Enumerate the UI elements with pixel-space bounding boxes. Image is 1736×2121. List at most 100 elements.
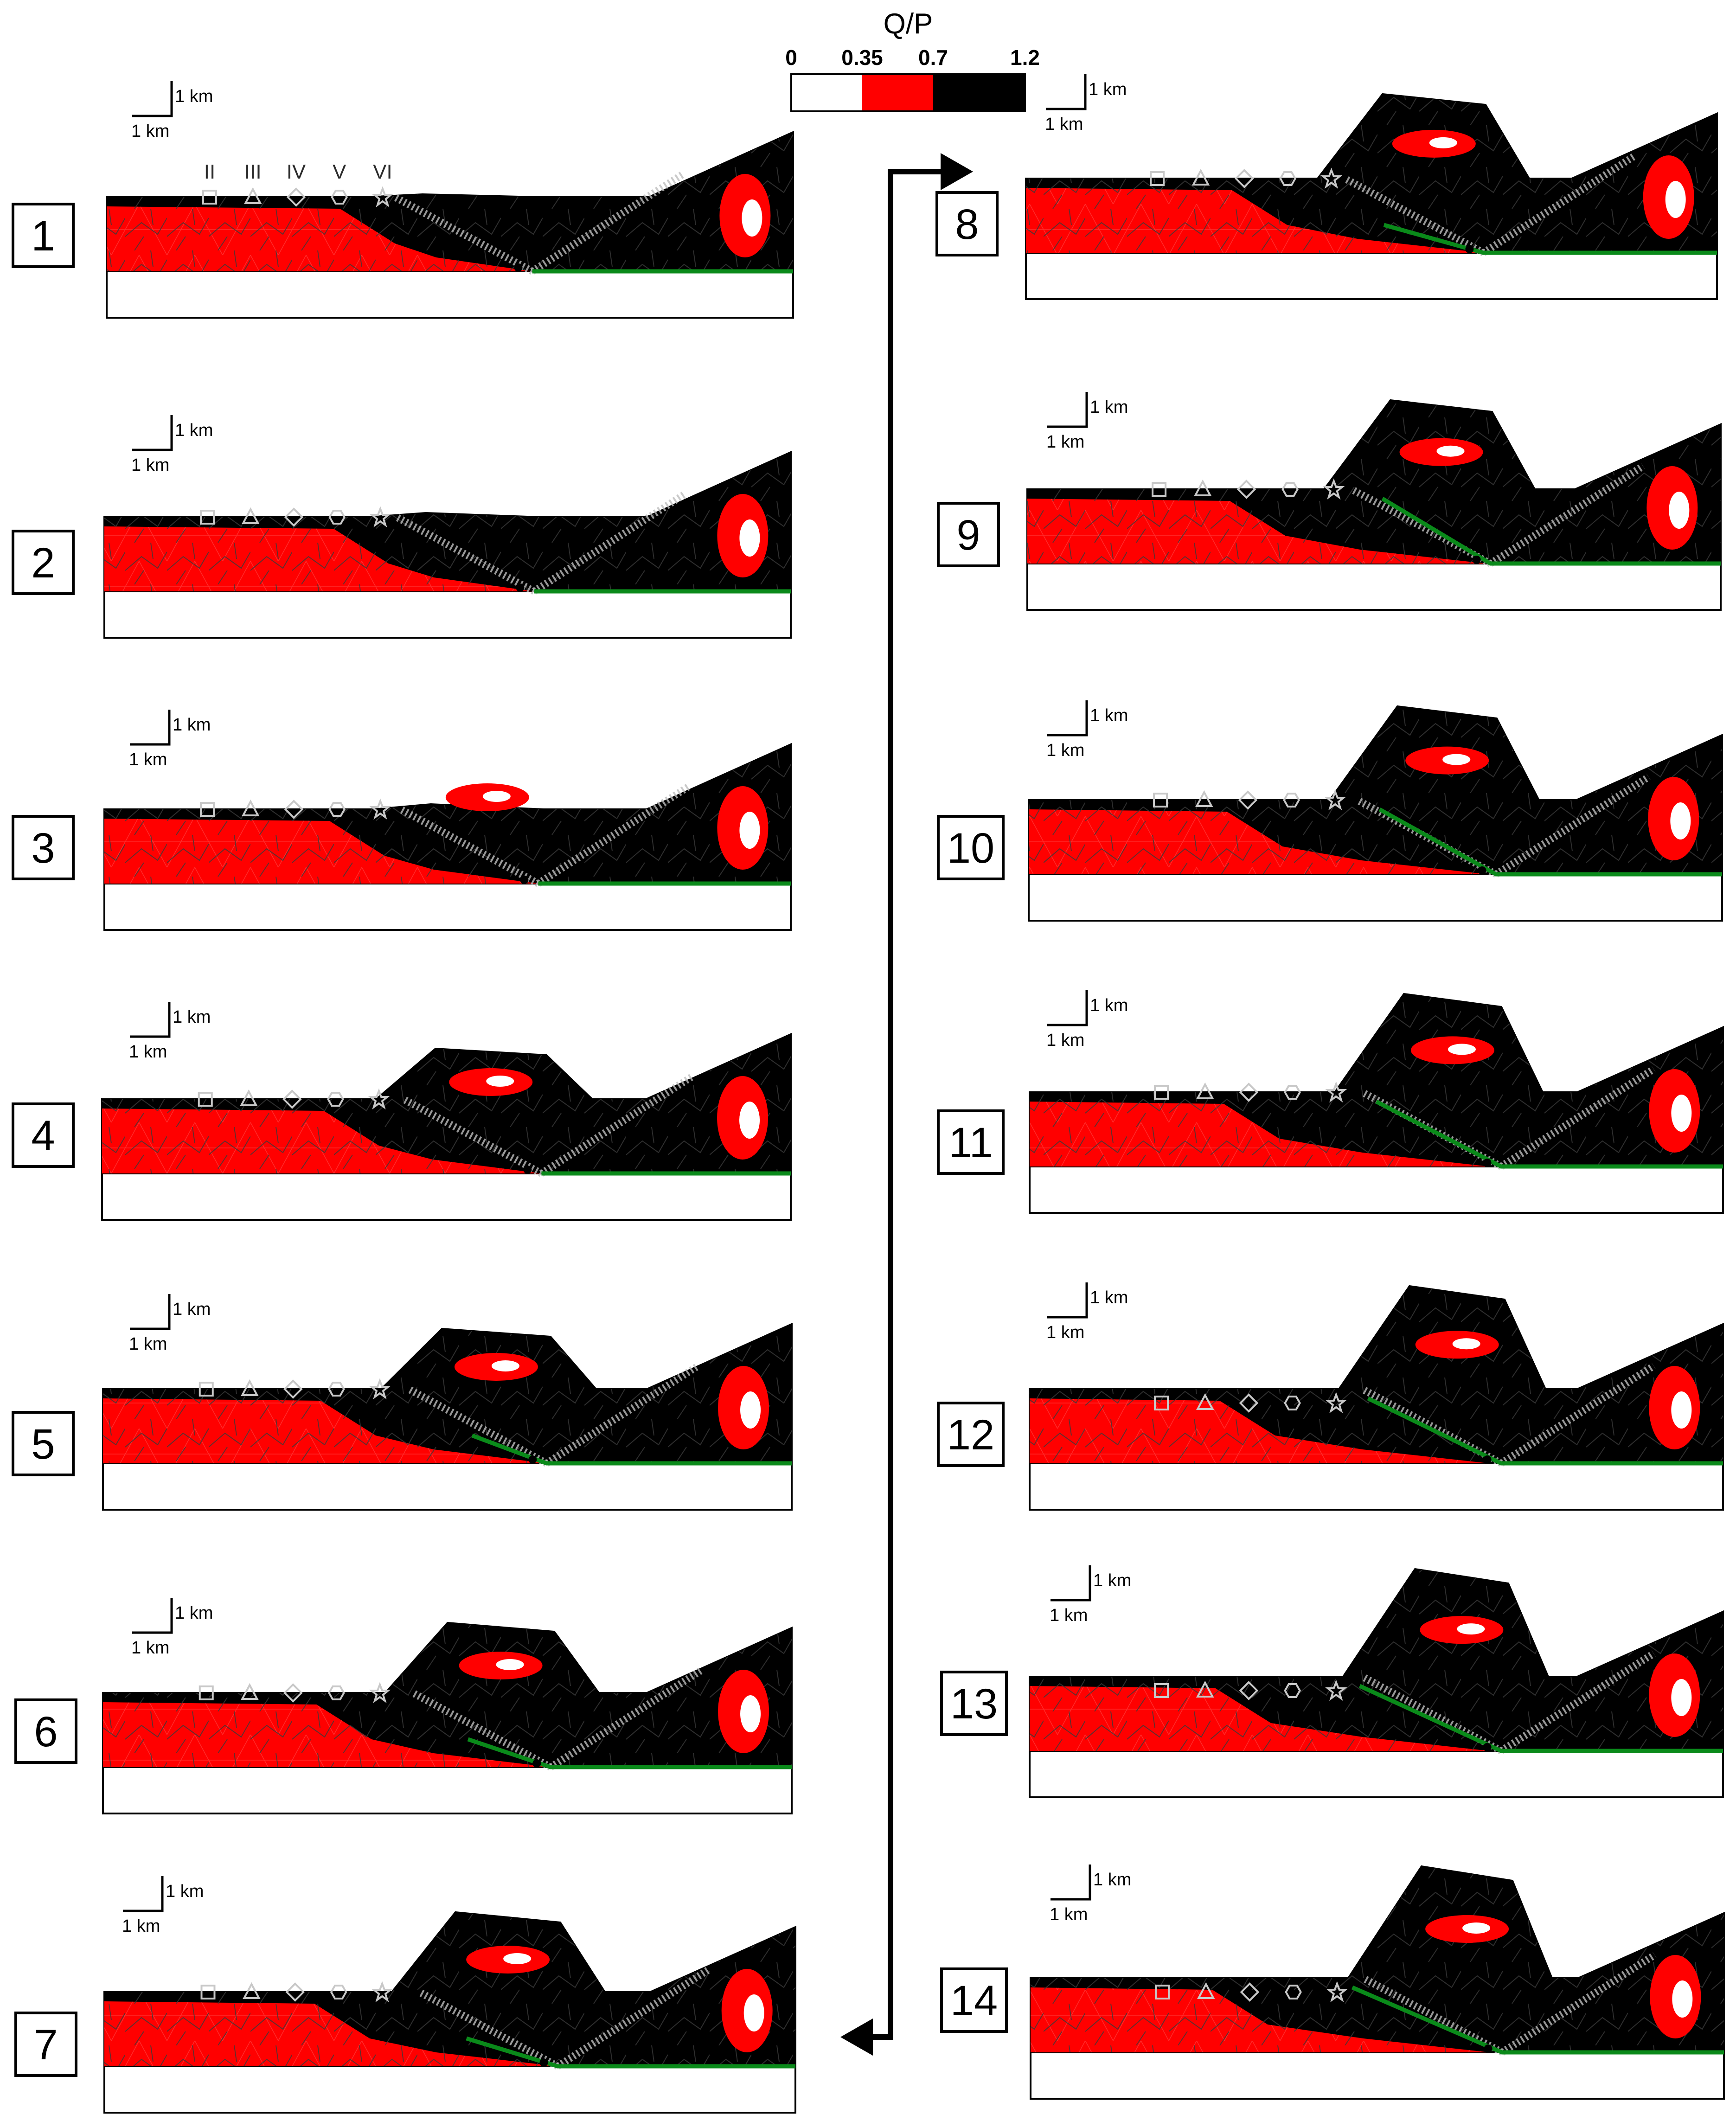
marker-label: II <box>204 160 215 183</box>
panel-label-box <box>12 203 75 268</box>
panel-number: 12 <box>947 1411 994 1459</box>
fracture-texture <box>1029 706 1722 874</box>
square-icon <box>200 1985 216 1999</box>
star-icon <box>369 1378 391 1400</box>
scale-horizontal-label: 1 km <box>129 1042 167 1062</box>
scale-bar: 1 km 1 km <box>129 1002 211 1062</box>
legend-title: Q/P <box>884 8 933 40</box>
white-patch <box>1442 754 1471 765</box>
hexagon-icon <box>1281 482 1299 497</box>
diamond-icon <box>1235 169 1254 188</box>
star-icon <box>369 1682 391 1704</box>
fracture-texture <box>1030 1286 1723 1463</box>
panel-number: 9 <box>956 512 980 559</box>
basement-strip <box>1029 1462 1724 1511</box>
shear-band <box>1355 796 1498 878</box>
hexagon-icon <box>328 1685 345 1700</box>
diamond-icon <box>1239 1083 1259 1102</box>
fault-line <box>1378 807 1722 877</box>
panel-number: 7 <box>34 2021 58 2069</box>
basement-strip <box>1028 873 1723 922</box>
star-icon <box>368 1088 390 1110</box>
scale-bar: 1 km1 km <box>1046 990 1128 1050</box>
fault-tip <box>523 1166 532 1174</box>
shear-band <box>532 491 687 595</box>
shear-band <box>530 171 685 275</box>
white-patch <box>1462 1922 1491 1934</box>
hexagon-icon <box>1279 171 1297 186</box>
scale-vertical-label: 1 km <box>166 1882 204 1901</box>
shear-band <box>536 783 692 887</box>
fracture-texture <box>103 1324 792 1463</box>
white-patch <box>1671 1679 1692 1716</box>
fracture-texture <box>1030 1569 1723 1751</box>
fault-tip <box>1483 1455 1492 1464</box>
star-icon <box>1323 478 1345 500</box>
star-icon <box>1325 1392 1347 1414</box>
scale-bar: 1 km1 km <box>1050 1865 1131 1924</box>
white-patch <box>1452 1338 1480 1350</box>
hexagon-icon <box>1285 1985 1302 1999</box>
panel-number: 10 <box>947 825 994 872</box>
panel-number: 5 <box>31 1421 55 1468</box>
square-icon <box>200 802 215 817</box>
triangle-icon <box>1193 479 1212 496</box>
shear-band <box>1350 486 1493 567</box>
shear-band <box>548 1666 705 1770</box>
white-patch <box>740 1391 761 1429</box>
scale-vertical-label: 1 km <box>1090 1288 1128 1307</box>
fault-line <box>1383 223 1717 255</box>
shear-band <box>1343 175 1486 256</box>
fracture-texture <box>104 1912 795 2066</box>
panel-3: 1 km1 km3 <box>12 710 792 931</box>
panel-number: 8 <box>955 201 979 248</box>
fault-tip <box>1484 2044 1493 2053</box>
scale-horizontal-label: 1 km <box>122 1916 160 1936</box>
hexagon-icon <box>328 1382 345 1397</box>
panel-11: 1 km1 km 11 <box>937 990 1724 1214</box>
square-icon <box>1155 1985 1170 1999</box>
square-icon <box>199 1685 214 1700</box>
hexagon-icon <box>327 1092 344 1107</box>
triangle-icon <box>240 1683 259 1700</box>
panel-label-box <box>12 1102 75 1168</box>
diamond-icon <box>1239 1681 1259 1700</box>
fracture-texture <box>104 452 791 591</box>
square-icon <box>1152 482 1167 497</box>
white-patch <box>1671 1095 1692 1132</box>
marker-label: IV <box>287 160 306 183</box>
fault-tip <box>532 1759 541 1768</box>
basement-strip <box>101 1173 792 1221</box>
diamond-icon <box>284 507 304 527</box>
fault-tip <box>528 1455 537 1464</box>
diamond-icon <box>1236 480 1256 499</box>
diamond-icon <box>1240 1982 1260 2002</box>
basement-strip <box>103 2065 796 2114</box>
fault-tip <box>1472 556 1481 564</box>
hexagon-icon <box>1284 1396 1301 1410</box>
scale-vertical-label: 1 km <box>173 1007 211 1027</box>
marker-label: III <box>244 160 262 183</box>
fault-line <box>1367 1396 1723 1466</box>
triangle-icon <box>1197 1982 1215 1999</box>
white-patch <box>1672 1980 1693 2018</box>
sequence-arrow <box>840 153 973 2056</box>
panel-label-box <box>937 1402 1005 1467</box>
square-icon <box>198 1092 213 1107</box>
basement-strip <box>106 270 794 319</box>
scale-bar: 1 km1 km <box>131 1598 213 1658</box>
diamond-icon <box>283 1683 303 1703</box>
shear-band <box>393 193 534 275</box>
scale-horizontal-label: 1 km <box>1045 115 1083 134</box>
scale-horizontal-label: 1 km <box>131 1638 169 1658</box>
panel-number: 11 <box>948 1119 993 1166</box>
legend-tick-label: 1.2 <box>1010 45 1040 70</box>
square-icon <box>1154 1396 1169 1410</box>
fault-line <box>1375 1100 1723 1169</box>
scale-horizontal-label: 1 km <box>1046 1323 1084 1342</box>
triangle-icon <box>241 799 260 816</box>
white-patch <box>1457 1623 1485 1635</box>
